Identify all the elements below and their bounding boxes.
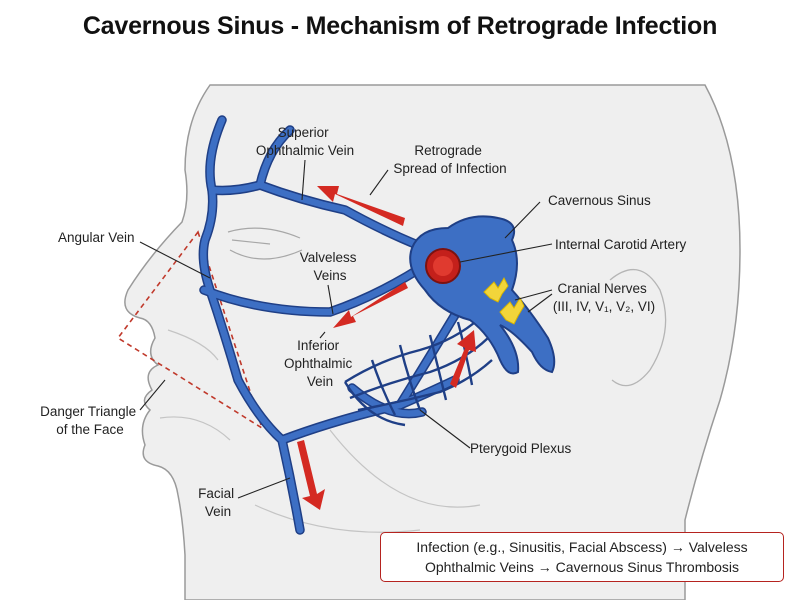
- label-retrograde-spread: Retrograde Spread of Infection: [393, 143, 506, 176]
- ear-outline: [609, 268, 667, 387]
- danger-triangle: [116, 230, 264, 430]
- cranial-nerves: [483, 276, 525, 325]
- label-inferior-ophthalmic-vein: Inferior Ophthalmic Vein: [284, 338, 356, 389]
- label-valveless-veins: Valveless Veins: [300, 250, 361, 283]
- label-pterygoid-plexus: Pterygoid Plexus: [470, 441, 572, 456]
- vein-network: [198, 115, 475, 535]
- red-arrow-icon: [297, 186, 476, 510]
- leader-lines: [139, 159, 553, 499]
- label-angular-vein: Angular Vein: [58, 230, 135, 245]
- label-internal-carotid-artery: Internal Carotid Artery: [555, 237, 687, 252]
- eye-outline: [227, 227, 303, 260]
- face-contours: [159, 329, 481, 533]
- summary-line-2: Ophthalmic Veins → Cavernous Sinus Throm…: [424, 559, 740, 575]
- summary-box: Infection (e.g., Sinusitis, Facial Absce…: [380, 532, 784, 582]
- summary-line-1: Infection (e.g., Sinusitis, Facial Absce…: [416, 539, 748, 555]
- label-cavernous-sinus: Cavernous Sinus: [548, 193, 651, 208]
- page-title: Cavernous Sinus - Mechanism of Retrograd…: [82, 12, 718, 40]
- label-superior-ophthalmic-vein: Superior Ophthalmic Vein: [256, 125, 354, 158]
- label-danger-triangle: Danger Triangle of the Face: [40, 404, 140, 437]
- label-cranial-nerves: Cranial Nerves (III, IV, V₁, V₂, VI): [553, 281, 655, 314]
- artery-lumen: [433, 256, 453, 276]
- label-facial-vein: Facial Vein: [198, 486, 238, 519]
